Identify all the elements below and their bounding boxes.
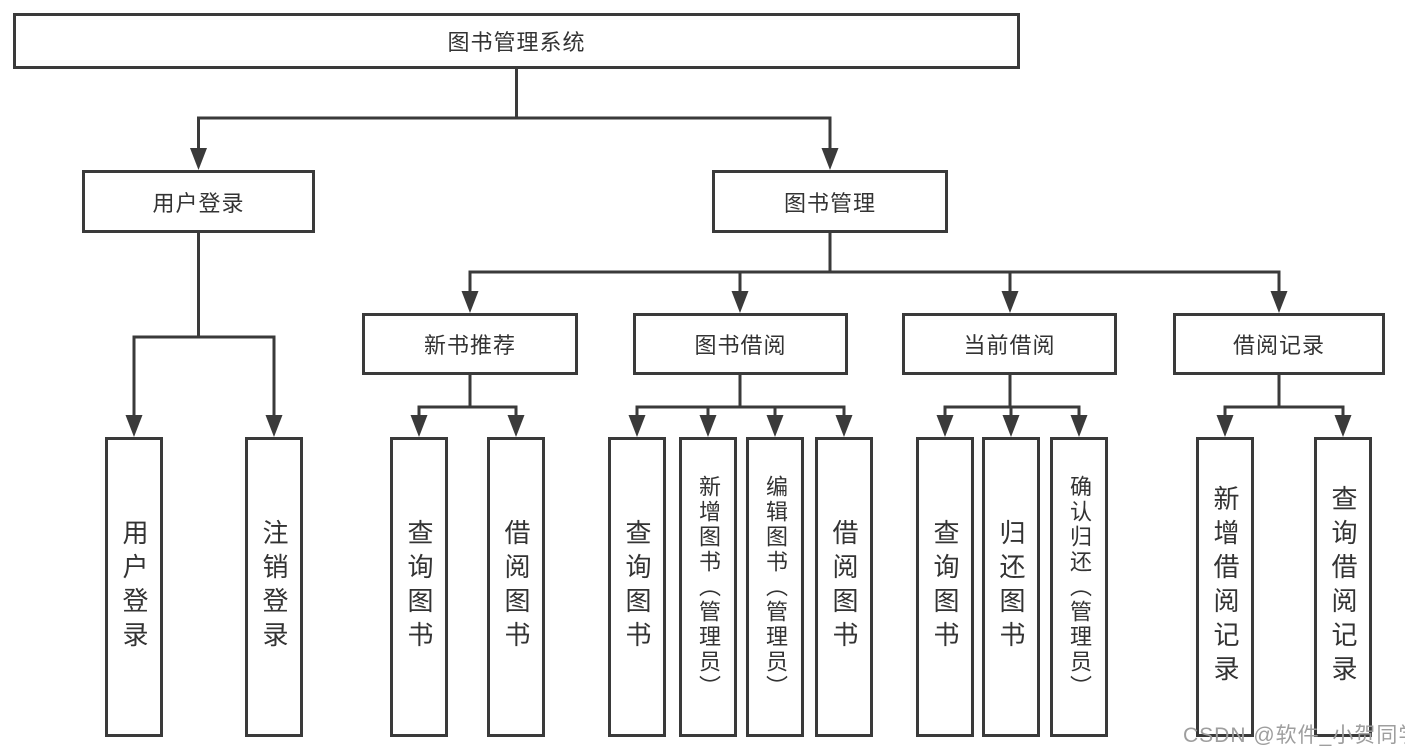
node-return-book-label: 归还图书	[996, 519, 1026, 655]
node-search-books-recommend-label: 查询图书	[404, 519, 434, 655]
node-current-borrow-label: 当前借阅	[963, 333, 1056, 358]
node-logout-action-label: 注销登录	[259, 519, 289, 655]
node-user-login-action-label: 用户登录	[119, 519, 149, 655]
node-new-book-recommend-label: 新书推荐	[423, 333, 516, 358]
node-edit-book-admin-label: 编辑图书（管理员）	[763, 474, 788, 700]
node-root-label: 图书管理系统	[447, 30, 586, 55]
node-return-book: 归还图书	[982, 437, 1040, 737]
node-add-book-admin-label: 新增图书（管理员）	[696, 474, 721, 700]
node-book-management-label: 图书管理	[783, 190, 876, 216]
node-add-borrow-record-label: 新增借阅记录	[1210, 485, 1240, 689]
node-edit-book-admin: 编辑图书（管理员）	[746, 437, 804, 737]
node-root: 图书管理系统	[13, 13, 1020, 69]
node-search-books-borrow-label: 查询图书	[622, 519, 652, 655]
node-search-books-current-label: 查询图书	[930, 519, 960, 655]
connector-book-management-to-level3	[461, 233, 1288, 313]
node-new-book-recommend: 新书推荐	[362, 313, 578, 375]
node-borrow-books: 借阅图书	[815, 437, 873, 737]
node-current-borrow: 当前借阅	[902, 313, 1117, 375]
node-borrow-record: 借阅记录	[1173, 313, 1385, 375]
node-search-books-current: 查询图书	[916, 437, 974, 737]
connector-new-book-recommend-to-leaves	[410, 375, 525, 437]
node-borrow-books-recommend-label: 借阅图书	[501, 519, 531, 655]
connector-user-login-to-leaves	[125, 233, 283, 437]
connector-borrow-record-to-leaves	[1216, 375, 1352, 437]
node-user-login-action: 用户登录	[105, 437, 163, 737]
node-add-book-admin: 新增图书（管理员）	[679, 437, 737, 737]
node-borrow-books-recommend: 借阅图书	[487, 437, 545, 737]
node-borrow-books-label: 借阅图书	[829, 519, 859, 655]
node-search-borrow-record: 查询借阅记录	[1314, 437, 1372, 737]
connector-current-borrow-to-leaves	[936, 375, 1088, 437]
node-book-borrow: 图书借阅	[633, 313, 848, 375]
node-borrow-record-label: 借阅记录	[1232, 333, 1325, 358]
node-confirm-return-admin-label: 确认归还（管理员）	[1067, 474, 1092, 700]
node-book-management: 图书管理	[712, 170, 948, 233]
node-search-books-borrow: 查询图书	[608, 437, 666, 737]
watermark-text: CSDN @软件_小贺同学	[1183, 724, 1405, 747]
node-book-borrow-label: 图书借阅	[694, 333, 787, 358]
node-logout-action: 注销登录	[245, 437, 303, 737]
connector-root-to-level2	[190, 69, 839, 170]
node-search-books-recommend: 查询图书	[390, 437, 448, 737]
connector-book-borrow-to-leaves	[628, 375, 853, 437]
node-search-borrow-record-label: 查询借阅记录	[1328, 485, 1358, 689]
node-user-login-label: 用户登录	[152, 190, 245, 216]
node-add-borrow-record: 新增借阅记录	[1196, 437, 1254, 737]
node-confirm-return-admin: 确认归还（管理员）	[1050, 437, 1108, 737]
node-user-login: 用户登录	[82, 170, 315, 233]
